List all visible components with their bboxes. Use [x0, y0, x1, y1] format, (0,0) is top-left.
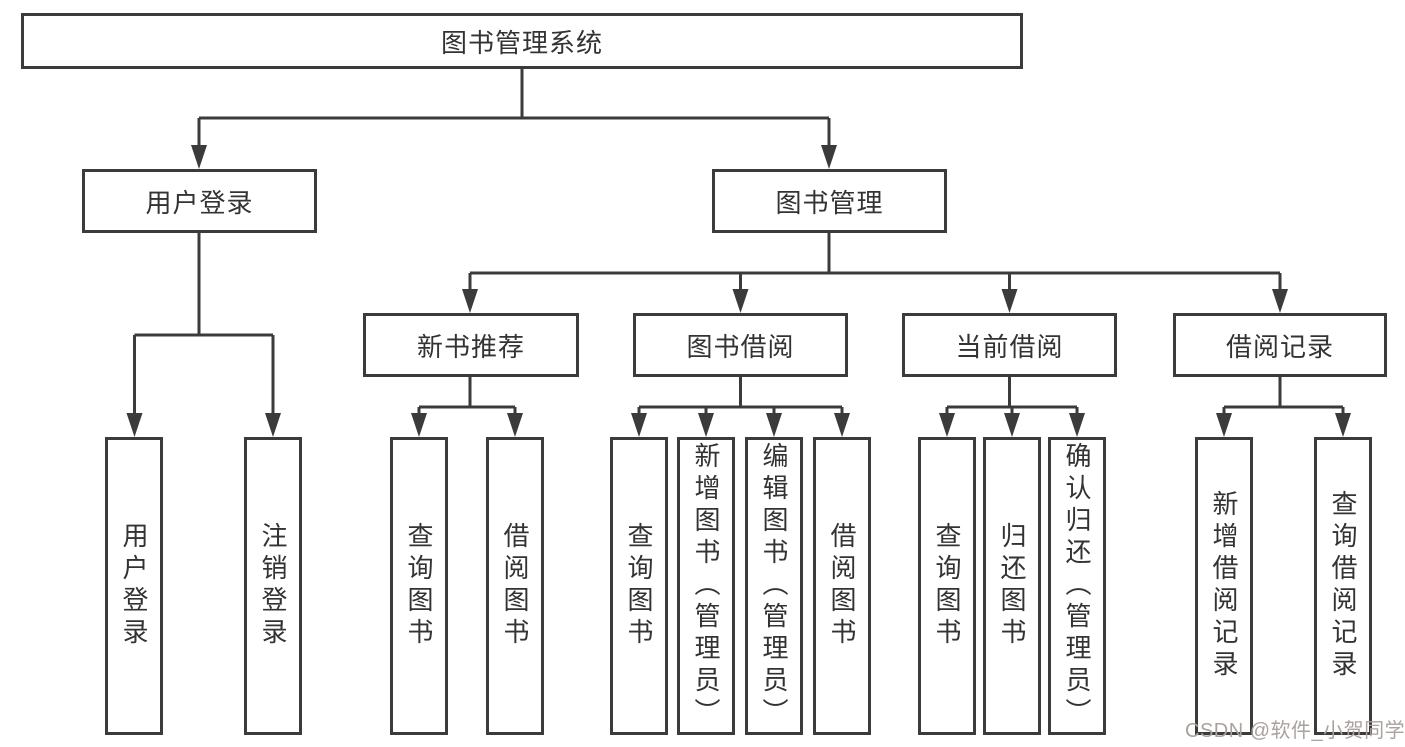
leaf-add-borrow-record-label: 新增借阅记录	[1209, 490, 1239, 682]
root-node-label: 图书管理系统	[440, 27, 603, 58]
node-current-borrowing: 当前借阅	[902, 313, 1117, 377]
leaf-query-books-current: 查询图书	[918, 437, 976, 735]
leaf-return-books: 归还图书	[983, 437, 1041, 735]
leaf-confirm-return-admin-label: 确认归还（管理员）	[1062, 442, 1092, 730]
leaf-borrow-books: 借阅图书	[813, 437, 871, 735]
leaf-return-books-label: 归还图书	[997, 522, 1027, 650]
leaf-edit-books-admin: 编辑图书（管理员）	[745, 437, 803, 735]
node-book-management: 图书管理	[712, 169, 947, 233]
leaf-logout: 注销登录	[244, 437, 302, 735]
leaf-query-books-current-label: 查询图书	[932, 522, 962, 650]
node-book-management-label: 图书管理	[775, 187, 884, 218]
node-user-login: 用户登录	[82, 169, 317, 233]
node-user-login-label: 用户登录	[145, 187, 254, 218]
node-book-borrowing-label: 图书借阅	[686, 331, 795, 362]
leaf-borrow-books-recommend-label: 借阅图书	[500, 522, 530, 650]
leaf-user-login: 用户登录	[105, 437, 163, 735]
arrowheads	[126, 145, 1351, 437]
node-new-book-recommendation-label: 新书推荐	[416, 331, 525, 362]
node-new-book-recommendation: 新书推荐	[363, 313, 579, 377]
node-borrowing-records-label: 借阅记录	[1225, 331, 1334, 362]
node-book-borrowing: 图书借阅	[633, 313, 848, 377]
leaf-user-login-label: 用户登录	[119, 522, 149, 650]
node-current-borrowing-label: 当前借阅	[955, 331, 1064, 362]
node-borrowing-records: 借阅记录	[1173, 313, 1387, 377]
leaf-edit-books-admin-label: 编辑图书（管理员）	[759, 442, 789, 730]
root-node-library-system: 图书管理系统	[21, 13, 1023, 69]
leaf-borrow-books-recommend: 借阅图书	[486, 437, 544, 735]
leaf-query-borrow-record: 查询借阅记录	[1314, 437, 1372, 735]
leaf-query-books-recommend: 查询图书	[390, 437, 448, 735]
leaf-query-books-borrow: 查询图书	[610, 437, 668, 735]
leaf-confirm-return-admin: 确认归还（管理员）	[1048, 437, 1106, 735]
leaf-logout-label: 注销登录	[258, 522, 288, 650]
leaf-borrow-books-label: 借阅图书	[827, 522, 857, 650]
leaf-query-books-recommend-label: 查询图书	[404, 522, 434, 650]
leaf-query-borrow-record-label: 查询借阅记录	[1328, 490, 1358, 682]
leaf-add-borrow-record: 新增借阅记录	[1195, 437, 1253, 735]
csdn-watermark: CSDN @软件_小贺同学	[1185, 720, 1405, 742]
leaf-add-books-admin-label: 新增图书（管理员）	[691, 442, 721, 730]
leaf-add-books-admin: 新增图书（管理员）	[677, 437, 735, 735]
leaf-query-books-borrow-label: 查询图书	[624, 522, 654, 650]
